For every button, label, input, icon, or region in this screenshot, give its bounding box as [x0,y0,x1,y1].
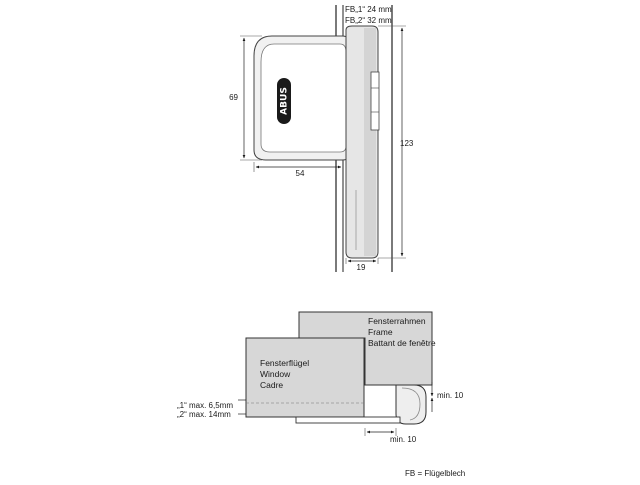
dim-19: 19 [357,263,366,272]
min-bottom: min. 10 [390,435,417,444]
hinge-cover [260,43,347,153]
frame-label: Fensterrahmen Frame Battant de fenêtre [368,316,436,348]
dim-54: 54 [296,169,305,178]
svg-text:Frame: Frame [368,327,393,337]
gap1-label: „1“ max. 6,5mm [177,401,233,410]
gap2-label: „2“ max. 14mm [177,410,231,419]
dim-69: 69 [229,93,238,102]
svg-text:Fensterflügel: Fensterflügel [260,358,309,368]
abus-logo: ABUS [277,78,291,124]
svg-text:Fensterrahmen: Fensterrahmen [368,316,426,326]
fb2-label: FB„2“ 32 mm [345,16,392,25]
fb1-label: FB„1“ 24 mm [345,5,392,14]
section-view: Fensterrahmen Frame Battant de fenêtre F… [177,311,464,444]
sash-label: Fensterflügel Window Cadre [260,358,309,390]
hinge-section [395,384,427,425]
dim-123: 123 [400,139,414,148]
svg-text:Cadre: Cadre [260,380,283,390]
locking-tab [370,71,380,131]
barrel-shade [364,28,376,256]
logo-text: ABUS [280,87,290,115]
leaf-plate [295,416,401,424]
hinge-top-view: ABUS FB„1“ 24 mm FB„2“ 32 mm 69 54 123 1… [229,5,414,272]
svg-text:Battant de fenêtre: Battant de fenêtre [368,338,436,348]
svg-text:Window: Window [260,369,291,379]
logo-badge [277,78,291,124]
min-right: min. 10 [437,391,464,400]
footnote: FB = Flügelblech [405,469,465,478]
